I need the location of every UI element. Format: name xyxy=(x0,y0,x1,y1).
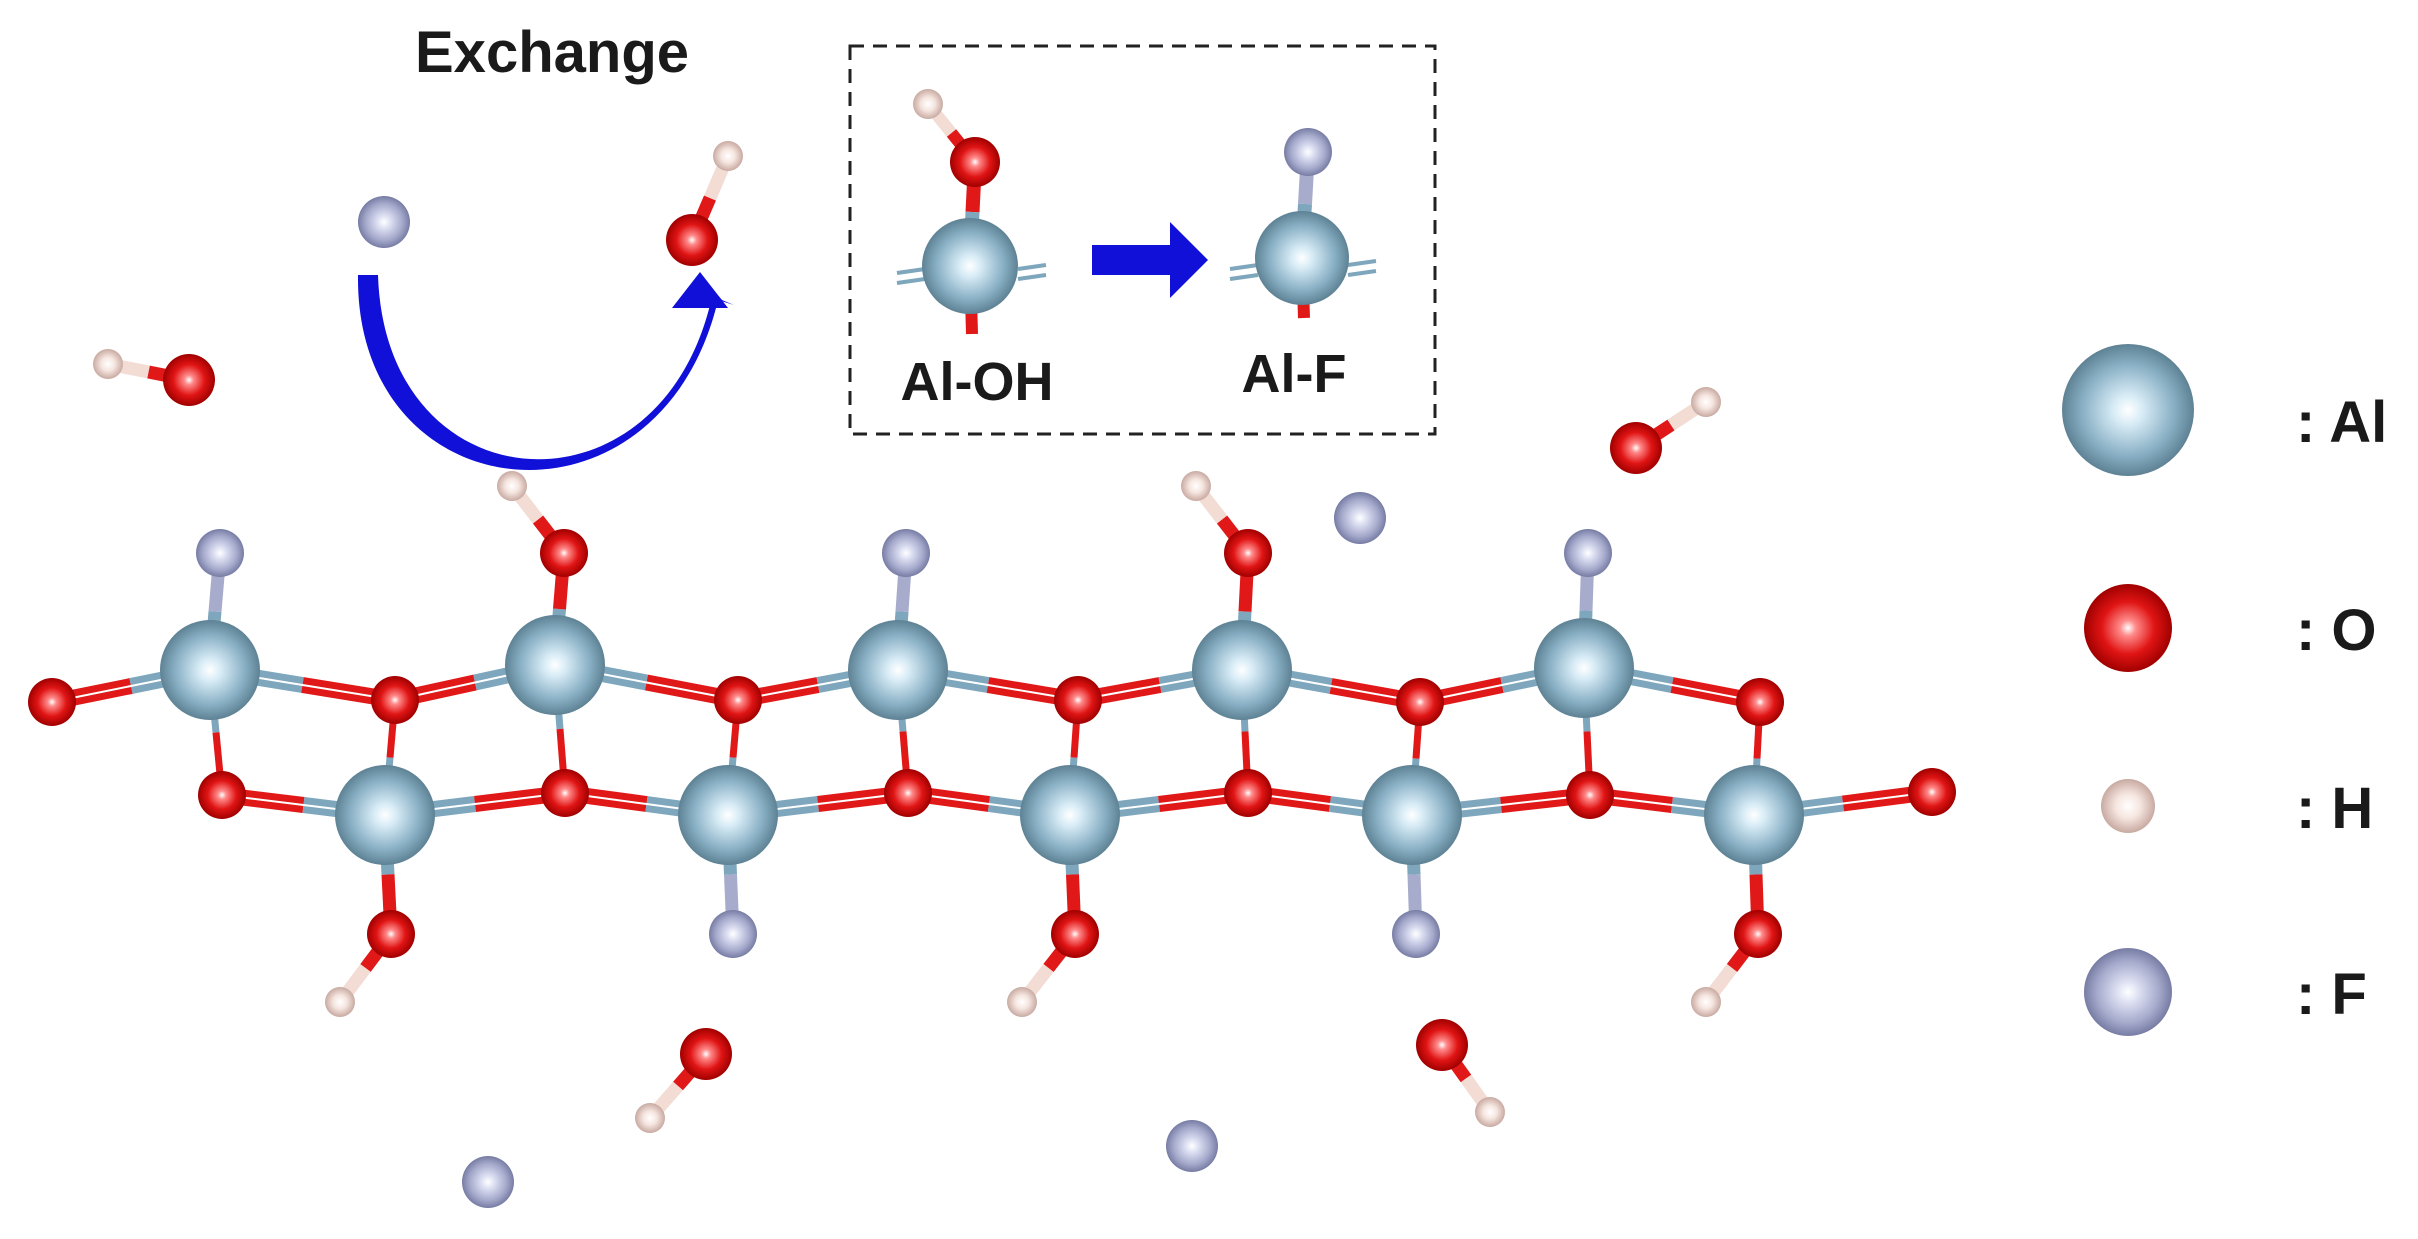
inset-al-oh-label: Al-OH xyxy=(901,352,1054,412)
atom-h xyxy=(1007,987,1037,1017)
legend xyxy=(2062,344,2194,1036)
atom-al xyxy=(1534,618,1634,718)
inset-molecules xyxy=(896,89,1377,335)
legend-o-label: : O xyxy=(2296,598,2377,663)
atom-al xyxy=(678,765,778,865)
legend-f-label: : F xyxy=(2296,962,2367,1027)
free-species xyxy=(93,141,1721,1208)
atom-o xyxy=(1736,678,1784,726)
atom-al xyxy=(922,218,1018,314)
legend-o-icon xyxy=(2084,584,2172,672)
atom-h xyxy=(1691,987,1721,1017)
atom-o xyxy=(541,769,589,817)
bond xyxy=(1347,269,1377,277)
atom-f xyxy=(1564,529,1612,577)
bond xyxy=(896,267,926,275)
atom-al xyxy=(1362,765,1462,865)
atom-o xyxy=(1734,910,1782,958)
atom-o xyxy=(1224,769,1272,817)
atom-o xyxy=(666,214,718,266)
exchange-arrow xyxy=(357,272,734,470)
atom-h xyxy=(497,471,527,501)
atom-al xyxy=(1255,211,1349,305)
inset-transform-arrow xyxy=(1092,222,1208,298)
bond xyxy=(1017,263,1047,271)
atom-o xyxy=(680,1028,732,1080)
atom-al xyxy=(505,615,605,715)
atom-o xyxy=(1416,1019,1468,1071)
inset-box xyxy=(848,44,1437,436)
bond xyxy=(1229,263,1259,271)
atom-o xyxy=(28,678,76,726)
bond xyxy=(1017,273,1047,281)
atom-o xyxy=(540,529,588,577)
atom-f xyxy=(1284,128,1332,176)
atom-o xyxy=(884,769,932,817)
atom-o xyxy=(371,676,419,724)
atom-o xyxy=(1396,678,1444,726)
atom-f xyxy=(358,196,410,248)
atom-o xyxy=(1908,768,1956,816)
atom-h xyxy=(713,141,743,171)
atom-o xyxy=(1054,676,1102,724)
atom-h xyxy=(93,349,123,379)
atom-o xyxy=(1051,910,1099,958)
atom-h xyxy=(913,89,943,119)
atom-f xyxy=(1334,492,1386,544)
inset-al-f-label: Al-F xyxy=(1242,344,1347,404)
atom-h xyxy=(635,1103,665,1133)
atom-al xyxy=(1192,620,1292,720)
atom-o xyxy=(950,137,1000,187)
atom-o xyxy=(1224,529,1272,577)
atom-f xyxy=(1166,1120,1218,1172)
bond xyxy=(1347,259,1377,267)
atom-f xyxy=(882,529,930,577)
atom-al xyxy=(160,620,260,720)
atom-h xyxy=(1475,1097,1505,1127)
atom-al xyxy=(1020,765,1120,865)
atom-f xyxy=(709,910,757,958)
atom-f xyxy=(196,529,244,577)
atom-h xyxy=(1181,471,1211,501)
atom-al xyxy=(848,620,948,720)
atom-f xyxy=(462,1156,514,1208)
legend-al-icon xyxy=(2062,344,2194,476)
exchange-label: Exchange xyxy=(415,20,689,85)
atom-al xyxy=(335,765,435,865)
atom-o xyxy=(163,354,215,406)
atom-h xyxy=(325,987,355,1017)
atom-o xyxy=(198,771,246,819)
legend-f-icon xyxy=(2084,948,2172,1036)
atom-o xyxy=(367,910,415,958)
legend-al-label: : Al xyxy=(2296,390,2387,455)
atom-o xyxy=(714,676,762,724)
bond xyxy=(1229,273,1259,281)
atom-al xyxy=(1704,765,1804,865)
lattice-bonds xyxy=(50,482,1934,1006)
bond xyxy=(896,277,926,285)
atom-o xyxy=(1566,771,1614,819)
lattice-atoms xyxy=(28,141,1956,1208)
atom-f xyxy=(1392,910,1440,958)
atom-h xyxy=(1691,387,1721,417)
legend-h-label: : H xyxy=(2296,776,2373,841)
legend-h-icon xyxy=(2101,779,2155,833)
atom-o xyxy=(1610,422,1662,474)
